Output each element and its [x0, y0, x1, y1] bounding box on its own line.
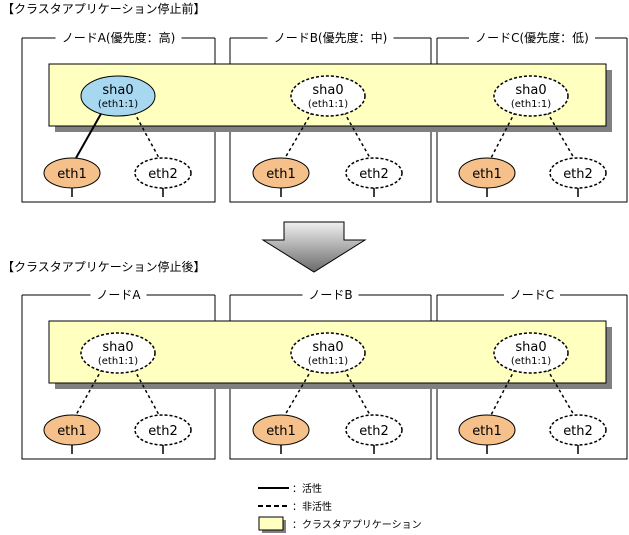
sha0-alias: (eth1:1)	[308, 99, 348, 110]
eth2-interface	[345, 414, 403, 446]
sha0-name: sha0	[312, 340, 343, 355]
node-label: ノードC	[510, 288, 554, 302]
sha0-alias: (eth1:1)	[511, 99, 551, 110]
sha0-name: sha0	[515, 340, 546, 355]
eth2-interface	[345, 157, 403, 189]
eth2-label: eth2	[148, 167, 178, 182]
sha-eth2-link	[343, 111, 371, 159]
eth2-interface	[134, 157, 192, 189]
eth2-label: eth2	[359, 424, 389, 439]
sha0-interface	[493, 75, 569, 117]
eth2-interface	[549, 414, 607, 446]
sha-eth2-link	[343, 368, 371, 416]
section-title-before: 【クラスタアプリケーション停止前】	[2, 1, 206, 16]
sha-eth1-link	[75, 111, 103, 159]
sha0-interface	[290, 75, 366, 117]
node-label: ノードA	[96, 288, 141, 302]
sha-eth1-link	[284, 111, 313, 159]
node-label: ノードC(優先度：低)	[475, 30, 589, 45]
sha-eth1-link	[490, 368, 516, 416]
sha0-interface	[493, 332, 569, 374]
sha0-name: sha0	[102, 83, 133, 98]
legend: ：活性 ：非活性 ：クラスタアプリケーション	[258, 482, 422, 533]
sha0-interface	[80, 332, 156, 374]
sha-eth2-link	[546, 368, 575, 416]
node-label: ノードB	[308, 288, 352, 302]
legend-app-swatch	[258, 516, 284, 531]
sha0-name: sha0	[515, 83, 546, 98]
legend-inactive-label: ：非活性	[292, 500, 332, 513]
sha0-alias: (eth1:1)	[98, 99, 138, 110]
sha-eth1-link	[75, 368, 103, 416]
eth1-label: eth1	[472, 424, 502, 439]
eth1-label: eth1	[266, 424, 296, 439]
sha0-alias: (eth1:1)	[98, 356, 138, 367]
sha-eth1-link	[284, 368, 313, 416]
eth1-label: eth1	[472, 167, 502, 182]
sha0-alias: (eth1:1)	[308, 356, 348, 367]
eth2-label: eth2	[563, 424, 593, 439]
section-before: ノードA(優先度：高)ノードB(優先度：中)ノードC(優先度：低)sha0(et…	[21, 26, 628, 203]
legend-active-label: ：活性	[292, 482, 322, 495]
section-title-after: 【クラスタアプリケーション停止後】	[2, 259, 206, 274]
eth1-label: eth1	[266, 167, 296, 182]
sha-eth1-link	[490, 111, 516, 159]
node-label: ノードA(優先度：高)	[62, 30, 176, 45]
eth2-label: eth2	[148, 424, 178, 439]
eth2-interface	[549, 157, 607, 189]
eth2-label: eth2	[359, 167, 389, 182]
sha0-alias: (eth1:1)	[511, 356, 551, 367]
node-label: ノードB(優先度：中)	[274, 30, 388, 45]
sha0-interface	[290, 332, 366, 374]
sha-eth2-link	[133, 368, 160, 416]
sha0-name: sha0	[102, 340, 133, 355]
sha-eth2-link	[133, 111, 160, 159]
eth2-label: eth2	[563, 167, 593, 182]
sha0-interface	[80, 75, 156, 117]
eth1-label: eth1	[57, 424, 87, 439]
sha-eth2-link	[546, 111, 575, 159]
sha0-name: sha0	[312, 83, 343, 98]
transition-arrow	[261, 221, 367, 273]
eth2-interface	[134, 414, 192, 446]
eth1-label: eth1	[57, 167, 87, 182]
legend-app-label: ：クラスタアプリケーション	[292, 519, 422, 531]
